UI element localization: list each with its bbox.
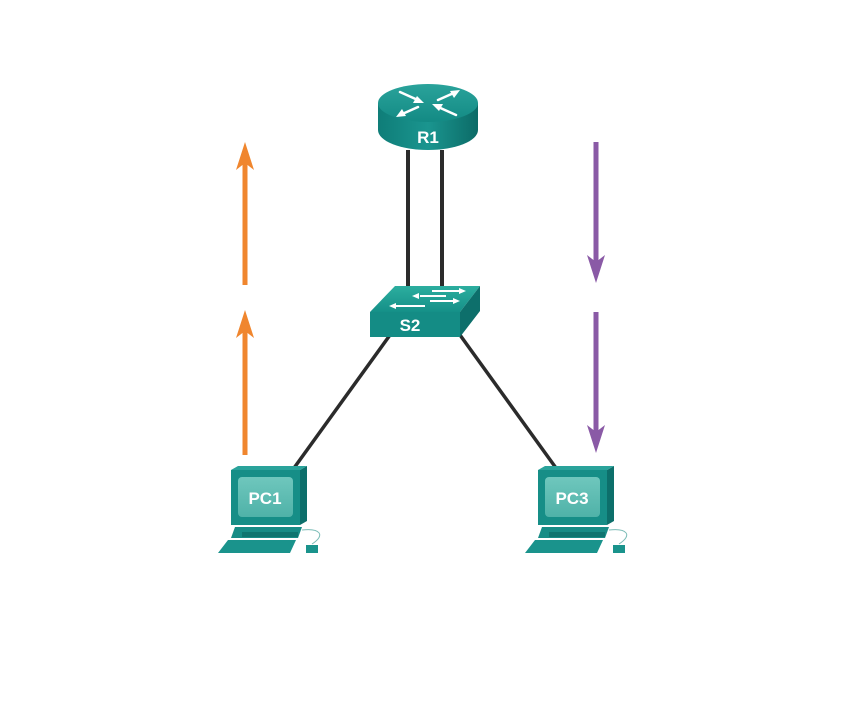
link-s2-pc1 [292, 333, 392, 470]
monitor-top-edge [538, 466, 614, 470]
mouse [306, 545, 318, 553]
pc-pc1[interactable]: PC1 [218, 466, 321, 553]
links [292, 150, 558, 470]
mouse [613, 545, 625, 553]
mouse-cable [608, 529, 628, 545]
switch-front [370, 312, 460, 337]
arrow-down-icon [587, 312, 605, 453]
keyboard [218, 540, 296, 553]
router-arrows-icon [396, 90, 460, 117]
arrow-up-icon [236, 142, 254, 285]
link-s2-pc3 [458, 333, 558, 470]
router-label: R1 [417, 128, 439, 147]
mouse-cable [301, 529, 321, 545]
monitor-side [300, 466, 307, 525]
switch-side [460, 286, 480, 337]
flow-arrows-upstream [236, 142, 254, 455]
router-top [378, 84, 478, 122]
monitor-screen [545, 477, 600, 517]
pc-stand [549, 532, 605, 537]
pc3-label: PC3 [555, 489, 588, 508]
switch-arrows-icon [389, 288, 466, 309]
switch-label: S2 [400, 316, 421, 335]
pc-stand [242, 532, 298, 537]
flow-arrows-downstream [587, 142, 605, 453]
arrow-up-icon [236, 310, 254, 455]
monitor-screen [238, 477, 293, 517]
pc1-label: PC1 [248, 489, 281, 508]
arrow-down-icon [587, 142, 605, 283]
monitor-side [607, 466, 614, 525]
monitor-top-edge [231, 466, 307, 470]
switch-s2[interactable]: S2 [370, 286, 480, 337]
pc-pc3[interactable]: PC3 [525, 466, 628, 553]
keyboard [525, 540, 603, 553]
router-r1[interactable]: R1 [378, 84, 478, 150]
